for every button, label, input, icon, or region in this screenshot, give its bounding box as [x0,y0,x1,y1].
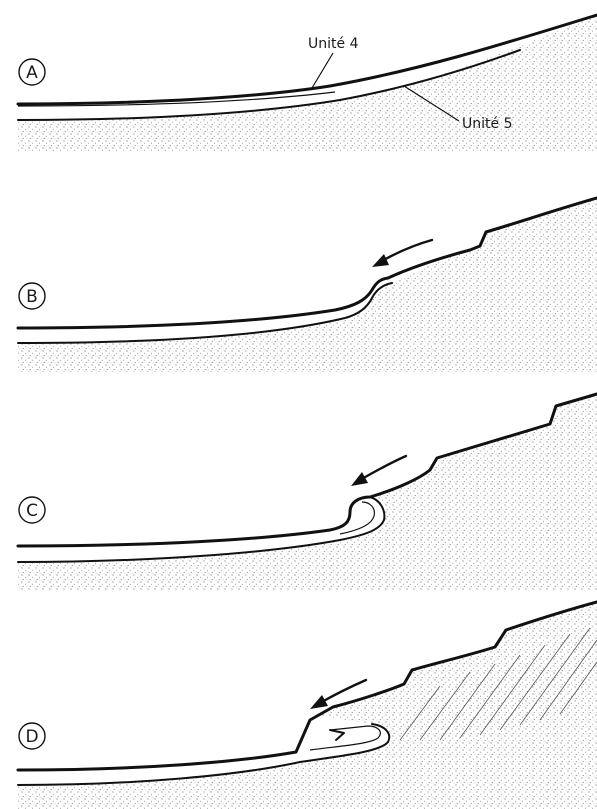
unit-4-leader [312,53,333,88]
motion-arrowhead [372,254,389,267]
motion-arrowhead [351,472,368,486]
motion-arrow [360,456,406,480]
panel-a: A Unité 4 Unité 5 [18,15,597,152]
unit-4-label: Unité 4 [308,36,359,52]
panel-letter-a: A [26,63,38,83]
panel-b: B [18,198,597,372]
motion-arrowhead [310,695,328,709]
fold-tip [330,730,344,740]
fold-hinge [340,502,374,534]
motion-arrow [380,240,432,262]
panel-letter-c: C [26,501,38,521]
panel-letter-d: D [25,727,38,747]
unit-5-label: Unité 5 [462,116,512,132]
panel-c: C [18,394,597,590]
sediment-body [18,602,597,809]
recumbent-fold [310,726,380,750]
panel-letter-b: B [26,287,38,307]
panel-d: D [18,602,597,809]
